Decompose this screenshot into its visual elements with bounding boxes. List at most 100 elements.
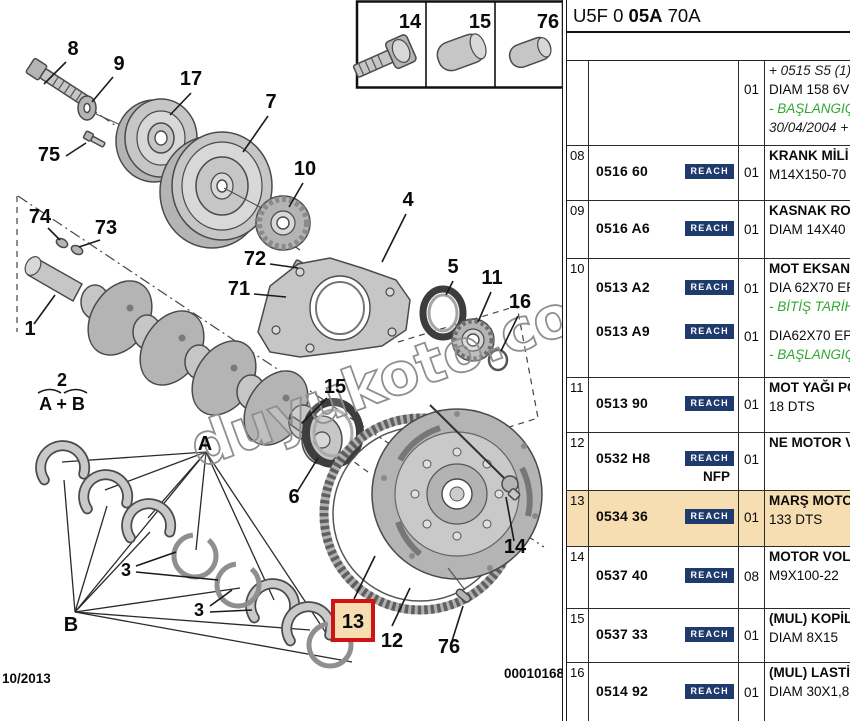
desc-cell: NE MOTOR V [769,435,850,450]
brace [37,388,88,394]
part-number[interactable]: 0513 A2 [596,279,650,295]
crank-sprocket [451,318,509,372]
crank-keys [55,237,84,256]
reach-badge[interactable]: REACH [685,395,734,411]
callout-1: 1 [24,318,35,340]
o-ring [487,348,509,372]
pin-icon [508,36,552,69]
reach-badge[interactable]: REACH [685,163,734,179]
callout-labels: 8 9 17 7 75 10 4 74 73 72 5 11 71 16 1 2… [24,38,531,658]
part-number[interactable]: 0516 60 [596,163,649,179]
reach-badge[interactable]: REACH [685,279,734,295]
ref-cell: 15 [567,609,589,662]
qty-cell: 01 [739,61,765,145]
callout-8: 8 [67,38,78,60]
part-cell [589,61,739,145]
callout-14: 14 [504,536,527,558]
qty-cell: 01 [739,491,765,546]
callout-72: 72 [244,248,266,270]
ref-cell: 10 [567,259,589,377]
qty-cell: 01 [739,663,765,721]
desc-cell: (MUL) LASTİK DIAM 30X1,8 [769,665,850,699]
part-cell: 0532 H8 REACH NFP [589,433,739,490]
damper-pulley [159,131,287,249]
qty-cell: 01 [739,201,765,258]
callout-15: 15 [324,376,346,398]
part-number[interactable]: 0514 92 [596,683,649,699]
reach-badge[interactable]: REACH [685,626,734,642]
catalog-code: U5F 0 05A 70A [567,0,850,33]
reach-badge[interactable]: REACH [685,567,734,583]
table-row-13-selected[interactable]: 13 0534 36 REACH 01 MARŞ MOTOR 133 DTS [567,491,850,547]
qty-cell: 08 [739,547,765,608]
callout-9: 9 [113,53,124,75]
part-cell: 0514 92 REACH [589,663,739,721]
callout-2-sub: A + B [39,394,85,414]
inset-num-14: 14 [399,11,422,33]
reach-badge[interactable]: REACH [685,220,734,236]
part-number[interactable]: 0532 H8 [596,450,651,466]
desc-cell: MARŞ MOTOR 133 DTS [769,493,850,527]
callout-76: 76 [438,636,460,658]
callout-16: 16 [509,291,531,313]
callout-75: 75 [38,144,60,166]
timing-gear [255,195,311,251]
part-cell: 0537 40 REACH [589,547,739,608]
diagram-canvas: duyukoto.com [2,0,640,686]
callout-10: 10 [294,158,316,180]
small-bolt-75 [82,130,106,148]
part-number[interactable]: 0537 40 [596,567,649,583]
callout-5: 5 [447,256,458,278]
leader-lines [33,61,519,642]
qty-cell: 01 [739,146,765,200]
nfp-flag: NFP [703,469,730,484]
desc-cell: (MUL) KOPİLY DIAM 8X15 [769,611,850,645]
part-number[interactable]: 0537 33 [596,626,649,642]
callout-3a: 3 [121,560,131,580]
page-divider [562,0,567,721]
reach-badge[interactable]: REACH [685,508,734,524]
part-number[interactable]: 0534 36 [596,508,649,524]
part-cell: 0516 A6 REACH [589,201,739,258]
flywheel-bolt [429,404,521,501]
callout-4: 4 [402,189,414,211]
part-number[interactable]: 0513 A9 [596,323,650,339]
callout-7: 7 [265,91,276,113]
ref-cell: 12 [567,433,589,490]
callout-B: B [64,614,78,636]
callout-2: 2 [57,370,67,390]
desc-cell: MOT EKSANT DIA 62X70 EP - BİTİŞ TARİH DI… [769,261,850,362]
callout-11: 11 [481,267,502,289]
ref-cell: 13 [567,491,589,546]
table-row-15[interactable]: 15 0537 33 REACH 01 (MUL) KOPİLY DIAM 8X1… [567,609,850,663]
ref-cell: 08 [567,146,589,200]
dowel-pin-76 [447,567,472,603]
desc-cell: KASNAK RON DIAM 14X40 E [769,203,850,237]
table-row-16[interactable]: 16 0514 92 REACH 01 (MUL) LASTİK DIAM 30X… [567,663,850,721]
reach-badge[interactable]: REACH [685,683,734,699]
dowel-icon [436,33,487,72]
callout-13: 13 [342,611,364,633]
part-number[interactable]: 0516 A6 [596,220,650,236]
crank-pulley-bolt [25,57,92,108]
ref-cell: 16 [567,663,589,721]
parts-diagram: duyukoto.com [2,0,640,686]
code-prefix: U5F 0 [573,4,624,26]
part-number[interactable]: 0513 90 [596,395,649,411]
part-cell: 0534 36 REACH [589,491,739,546]
callout-17: 17 [180,68,202,90]
bolt-icon [352,34,417,78]
reach-badge[interactable]: REACH [685,323,734,339]
code-suffix: 70A [667,4,701,26]
table-row-07[interactable]: 01 + 0515 S5 (1) DIAM 158 6V - BAŞLANGIÇ… [567,61,850,146]
ref-cell: 11 [567,378,589,432]
qty-cell: 01 [739,378,765,432]
qty-cell: 01 [739,609,765,662]
reach-badge[interactable]: REACH [685,450,734,466]
